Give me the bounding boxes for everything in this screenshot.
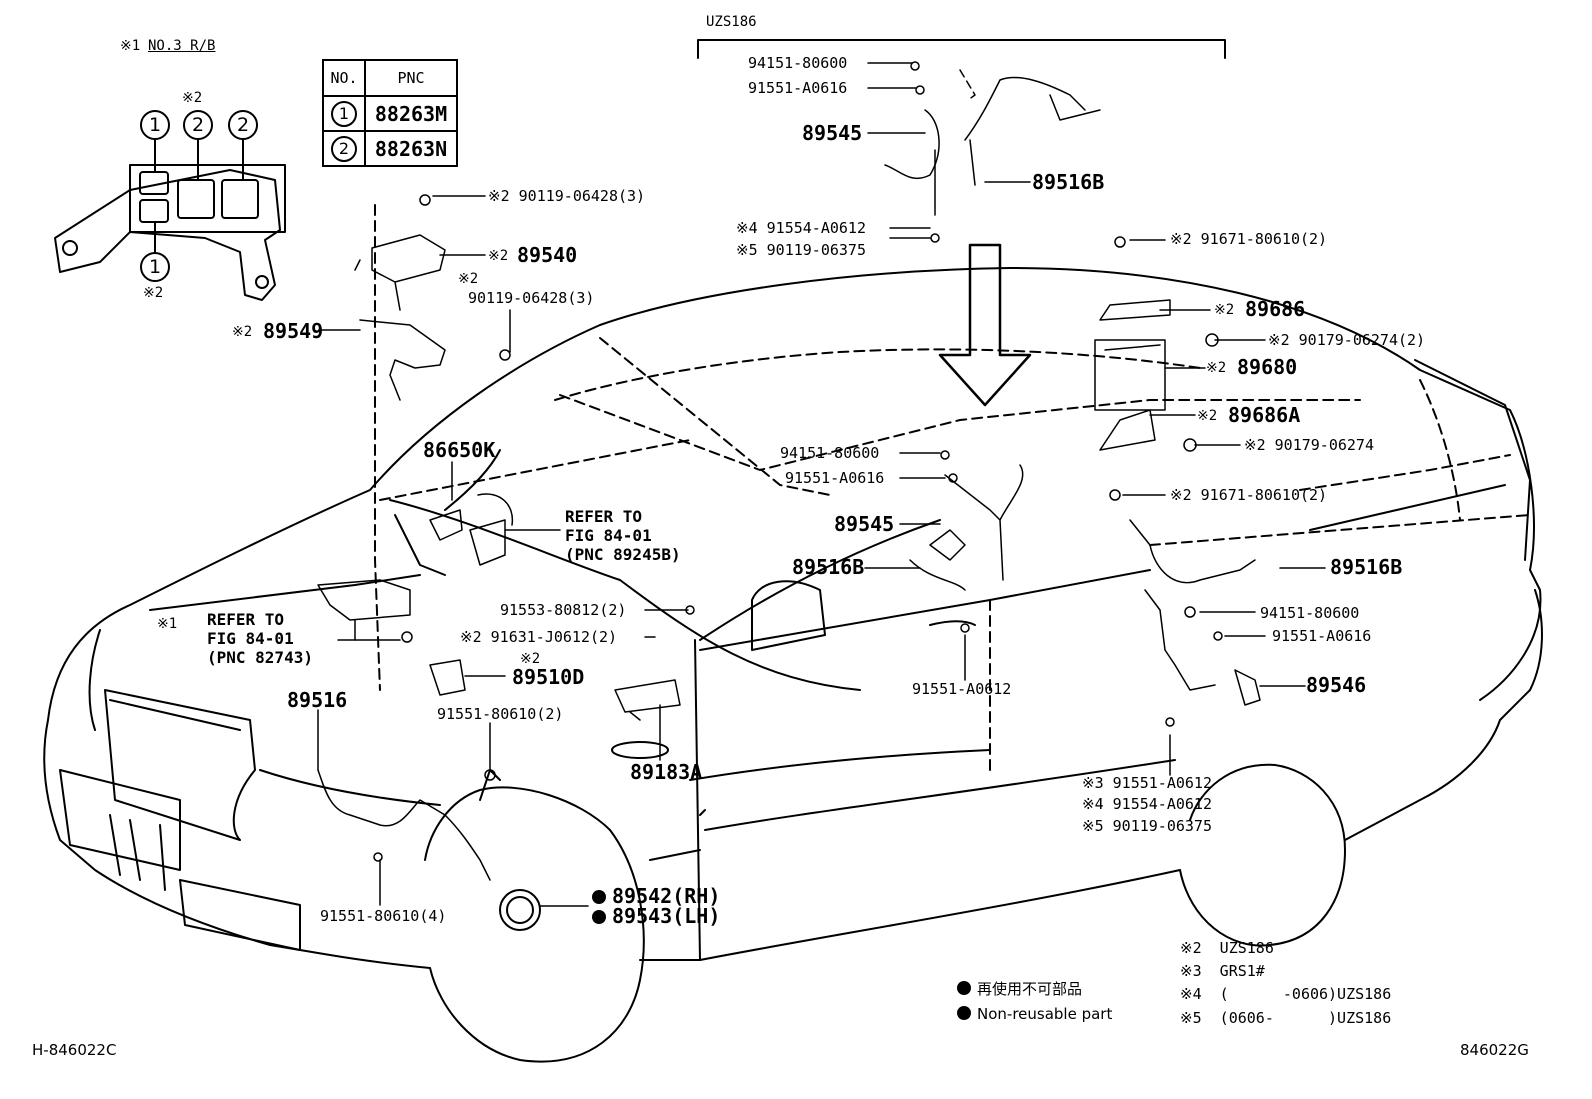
reference-note[interactable]: REFER TO FIG 84-01 (PNC 89245B) (565, 507, 681, 564)
part-label[interactable]: ※2 91631-J0612(2) (460, 628, 618, 646)
part-mark: ※2 (488, 248, 509, 264)
part-label[interactable]: 86650K (423, 438, 496, 462)
part-label[interactable]: 89516 (287, 688, 348, 712)
reference-line: REFER TO (565, 507, 643, 526)
part-label[interactable]: ※2 91671-80610(2) (1170, 486, 1328, 504)
table-header: PNC (364, 59, 458, 97)
legend-non-reusable-en: Non-reusable part (957, 1006, 1112, 1022)
part-mark: ※2 (520, 651, 541, 667)
table-row: 2 88263N (322, 130, 458, 167)
part-label[interactable]: 94151-80600 (780, 444, 880, 462)
footer-left-code: H-846022C (32, 1041, 117, 1059)
part-label[interactable]: 89540 (517, 243, 578, 267)
part-mark: ※2 (1206, 360, 1227, 376)
part-label[interactable]: 89680 (1237, 355, 1298, 379)
relay-position-1: 1 (140, 110, 170, 140)
relay-position-2: 2 (183, 110, 213, 140)
part-label[interactable]: 89542(RH) (592, 886, 720, 906)
part-label[interactable]: ※3 91551-A0612 (1082, 774, 1212, 792)
footnote: ※2 UZS186 (1180, 939, 1274, 957)
reference-line: FIG 84-01 (565, 526, 652, 545)
reference-note[interactable]: REFER TO FIG 84-01 (PNC 82743) (207, 610, 313, 667)
part-label[interactable]: 91551-80610(2) (437, 705, 564, 723)
part-label[interactable]: 89549 (263, 319, 324, 343)
pnc-table: NO. PNC 1 88263M 2 88263N (322, 59, 458, 167)
relay-box-drawing (54, 139, 286, 301)
part-label[interactable]: 89546 (1306, 673, 1367, 697)
relay-position-3: 2 (228, 110, 258, 140)
part-label[interactable]: 89686A (1228, 403, 1301, 427)
non-reusable-dot-icon (592, 910, 606, 924)
table-row: 1 88263M (322, 95, 458, 132)
car-body (43, 204, 1543, 1063)
fasteners (373, 61, 1223, 862)
legend-text: 再使用不可部品 (977, 980, 1083, 998)
part-label[interactable]: 91551-A0616 (748, 79, 848, 97)
part-label[interactable]: ※2 90119-06428(3) (488, 187, 646, 205)
reference-line: (PNC 82743) (207, 648, 313, 667)
part-label[interactable]: 89545 (834, 512, 895, 536)
part-label[interactable]: 91551-80610(4) (320, 907, 447, 925)
table-cell-pnc: 88263M (364, 95, 458, 132)
part-label[interactable]: 89545 (802, 121, 863, 145)
harness-sketches (317, 69, 1261, 881)
down-arrow (938, 243, 1032, 407)
footnote: ※5 (0606- )UZS186 (1180, 1009, 1392, 1027)
part-label-text: 89542(RH) (612, 884, 721, 908)
reference-line: FIG 84-01 (207, 629, 294, 648)
reference-line: REFER TO (207, 610, 285, 629)
table-cell-pnc: 88263N (364, 130, 458, 167)
part-label[interactable]: 90119-06428(3) (468, 289, 595, 307)
non-reusable-dot-icon (957, 1006, 971, 1020)
group-label: UZS186 (706, 14, 757, 30)
part-label[interactable]: ※5 90119-06375 (736, 241, 866, 259)
part-mark: ※2 (1197, 408, 1218, 424)
part-label[interactable]: 91551-A0616 (785, 469, 885, 487)
part-label[interactable]: 89543(LH) (592, 906, 720, 926)
part-label-text: 89543(LH) (612, 904, 721, 928)
part-mark: ※1 (157, 616, 178, 632)
part-label[interactable]: ※2 90179-06274(2) (1268, 331, 1426, 349)
relay-box-title: NO.3 R/B (148, 38, 216, 54)
part-label[interactable]: ※5 90119-06375 (1082, 817, 1212, 835)
part-label[interactable]: 91551-A0616 (1272, 627, 1372, 645)
part-label[interactable]: 91553-80812(2) (500, 601, 627, 619)
relay-mark: ※2 (182, 90, 203, 106)
part-label[interactable]: ※4 91554-A0612 (736, 219, 866, 237)
part-label[interactable]: 89516B (1032, 170, 1105, 194)
part-label[interactable]: 94151-80600 (1260, 604, 1360, 622)
part-mark: ※2 (1214, 302, 1235, 318)
part-mark: ※2 (458, 271, 479, 287)
relay-position-4: 1 (140, 252, 170, 282)
relay-mark: ※2 (143, 285, 164, 301)
part-mark: ※2 (232, 324, 253, 340)
part-label[interactable]: 89516B (792, 555, 865, 579)
part-label[interactable]: 89183A (630, 760, 703, 784)
part-label[interactable]: 89510D (512, 665, 585, 689)
footnote: ※4 ( -0606)UZS186 (1180, 985, 1392, 1003)
table-cell-no: 2 (331, 135, 357, 162)
leader-lines (317, 62, 1326, 907)
footnote: ※3 GRS1# (1180, 962, 1265, 980)
reference-line: (PNC 89245B) (565, 545, 681, 564)
non-reusable-dot-icon (592, 890, 606, 904)
table-cell-no: 1 (331, 100, 357, 127)
part-label[interactable]: 89686 (1245, 297, 1306, 321)
header-note: ※1 (120, 38, 141, 54)
table-header: NO. (322, 59, 366, 97)
non-reusable-dot-icon (957, 981, 971, 995)
part-label[interactable]: 91551-A0612 (912, 680, 1012, 698)
part-label[interactable]: 89516B (1330, 555, 1403, 579)
footer-right-code: 846022G (1460, 1041, 1529, 1059)
part-label[interactable]: 94151-80600 (748, 54, 848, 72)
part-label[interactable]: ※2 91671-80610(2) (1170, 230, 1328, 248)
legend-text: Non-reusable part (977, 1005, 1113, 1023)
part-label[interactable]: ※4 91554-A0612 (1082, 795, 1212, 813)
part-label[interactable]: ※2 90179-06274 (1244, 436, 1374, 454)
legend-non-reusable-jp: 再使用不可部品 (957, 981, 1082, 997)
